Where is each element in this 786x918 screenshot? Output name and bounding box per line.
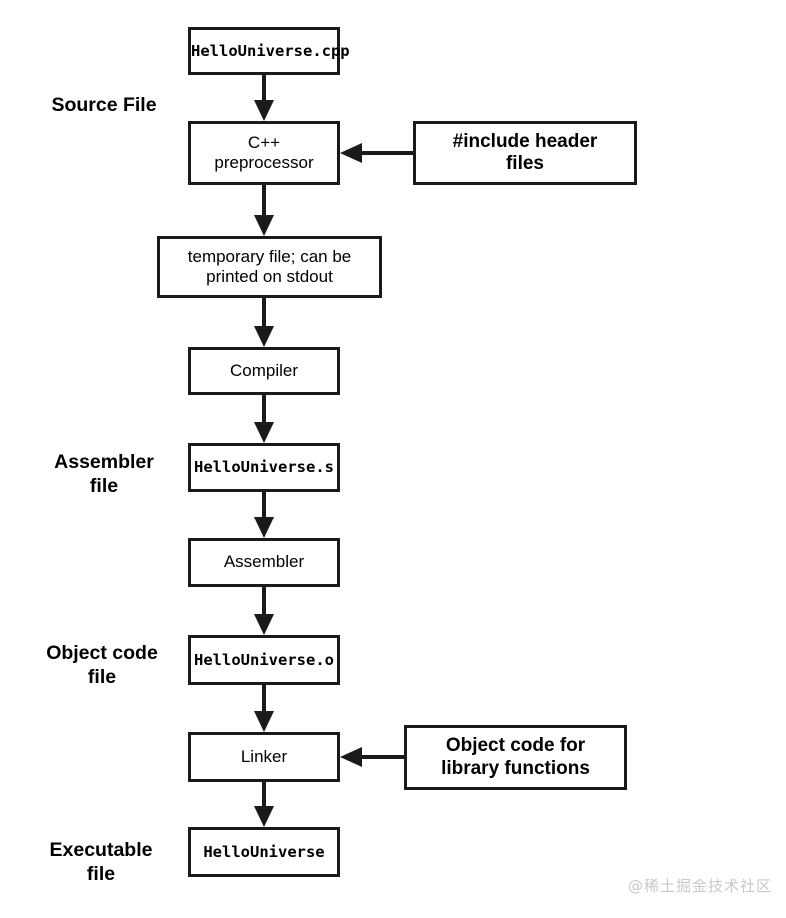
node-library-object-code[interactable]: Object code for library functions — [404, 725, 627, 790]
node-assembler-file-label: HelloUniverse.s — [194, 458, 334, 477]
node-assembler-label: Assembler — [223, 552, 305, 572]
node-compiler-label: Compiler — [229, 360, 299, 380]
label-executable-file: Executable file — [49, 839, 153, 886]
node-object-code-file[interactable]: HelloUniverse.o — [188, 635, 340, 685]
edge-temp-to-compiler — [254, 298, 274, 347]
edge-library-to-linker — [340, 747, 404, 767]
node-include-headers-label: #include header files — [452, 130, 598, 174]
node-source-file-label: HelloUniverse.cpp — [191, 41, 350, 60]
node-object-code-file-label: HelloUniverse.o — [194, 650, 334, 669]
node-assembler[interactable]: Assembler — [188, 538, 340, 587]
node-include-headers[interactable]: #include header files — [413, 121, 637, 185]
edge-headers-to-preprocessor — [340, 143, 413, 163]
node-preprocessor-label: C++ preprocessor — [214, 132, 314, 172]
node-temporary-file-label: temporary file; can be printed on stdout — [187, 246, 352, 286]
edge-linker-to-executable — [254, 782, 274, 827]
edge-objfile-to-linker — [254, 685, 274, 732]
node-executable-file-label: HelloUniverse — [203, 842, 325, 861]
edge-preprocessor-to-temp — [254, 185, 274, 236]
node-library-object-code-label: Object code for library functions — [441, 735, 590, 779]
node-source-file[interactable]: HelloUniverse.cpp — [188, 27, 350, 75]
label-object-code-file: Object code file — [46, 642, 158, 689]
label-assembler-file: Assembler file — [54, 451, 154, 498]
node-linker-label: Linker — [240, 746, 288, 766]
node-executable-file[interactable]: HelloUniverse — [188, 827, 340, 877]
edge-assembler-to-objfile — [254, 587, 274, 635]
watermark: @稀土掘金技术社区 — [627, 877, 772, 895]
edge-asmfile-to-assembler — [254, 492, 274, 538]
edge-source-to-preprocessor — [254, 75, 274, 121]
node-assembler-file[interactable]: HelloUniverse.s — [188, 443, 340, 492]
node-preprocessor[interactable]: C++ preprocessor — [188, 121, 340, 185]
node-compiler[interactable]: Compiler — [188, 347, 340, 395]
node-temporary-file[interactable]: temporary file; can be printed on stdout — [157, 236, 382, 298]
node-linker[interactable]: Linker — [188, 732, 340, 782]
edge-compiler-to-asmfile — [254, 395, 274, 443]
label-source-file: Source File — [51, 94, 157, 116]
